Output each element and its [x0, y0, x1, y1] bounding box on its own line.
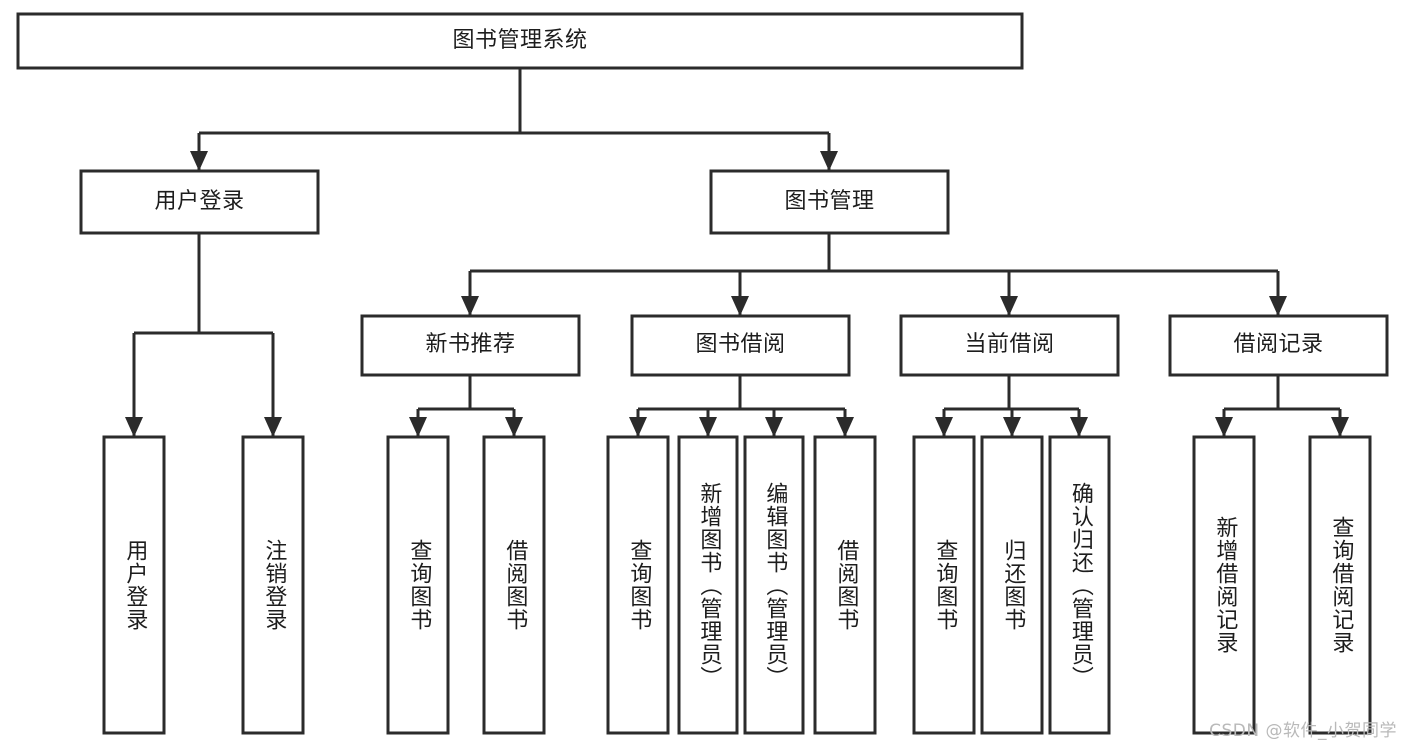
node-box-leaf-0 — [102, 435, 166, 735]
arrow-head-icon-g2-2 — [765, 417, 783, 437]
arrow-head-icon-root-1 — [820, 151, 838, 171]
arrow-head-icon-g2-0 — [629, 417, 647, 437]
arrow-head-icon-books-1 — [731, 296, 749, 316]
arrow-head-icon-books-2 — [1000, 296, 1018, 316]
node-box-l3-2 — [899, 314, 1120, 377]
node-box-l2-0 — [79, 169, 320, 235]
arrow-head-icon-g3-0 — [935, 417, 953, 437]
node-box-leaf-5 — [677, 435, 739, 735]
arrow-head-icon-g2-3 — [836, 417, 854, 437]
arrow-head-icon-books-0 — [461, 296, 479, 316]
connectors-layer — [125, 68, 1349, 437]
node-box-l3-0 — [360, 314, 581, 377]
node-box-leaf-1 — [241, 435, 305, 735]
node-box-leaf-4 — [606, 435, 670, 735]
arrow-head-icon-login-0 — [125, 417, 143, 437]
node-box-leaf-2 — [386, 435, 450, 735]
arrow-head-icon-g1-1 — [505, 417, 523, 437]
node-box-leaf-11 — [1192, 435, 1256, 735]
node-box-l3-3 — [1168, 314, 1389, 377]
arrow-head-icon-g3-1 — [1003, 417, 1021, 437]
node-box-leaf-3 — [482, 435, 546, 735]
node-box-leaf-8 — [912, 435, 976, 735]
node-box-leaf-12 — [1308, 435, 1372, 735]
arrow-head-icon-books-3 — [1269, 296, 1287, 316]
node-box-leaf-6 — [743, 435, 805, 735]
arrow-head-icon-g1-0 — [409, 417, 427, 437]
watermark-text: CSDN @软件_小贺同学 — [1209, 721, 1397, 741]
node-box-leaf-10 — [1048, 435, 1111, 735]
arrow-head-icon-root-0 — [190, 151, 208, 171]
node-box-leaf-7 — [813, 435, 877, 735]
node-box-l3-1 — [630, 314, 851, 377]
arrow-head-icon-login-1 — [264, 417, 282, 437]
arrow-head-icon-g4-1 — [1331, 417, 1349, 437]
node-box-l2-1 — [709, 169, 950, 235]
arrow-head-icon-g2-1 — [699, 417, 717, 437]
arrow-head-icon-g4-0 — [1215, 417, 1233, 437]
node-box-leaf-9 — [980, 435, 1044, 735]
boxes-layer — [16, 12, 1389, 735]
node-box-root-0 — [16, 12, 1024, 70]
arrow-head-icon-g3-2 — [1070, 417, 1088, 437]
